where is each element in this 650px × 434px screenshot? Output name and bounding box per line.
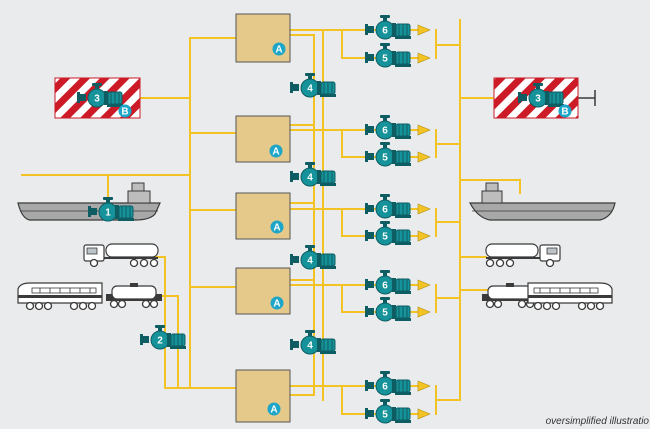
pump-label-6: 6 [382,26,388,37]
pump-label-6: 6 [382,382,388,393]
hazard-badge [558,104,572,118]
tank-label: A [273,223,280,234]
tank-4: A [235,267,291,315]
pump-label-6: 6 [382,281,388,292]
tank-badge [272,42,286,56]
ship-right-icon [468,182,616,221]
pump-label-4: 4 [307,256,313,267]
pump-label-6: 6 [382,126,388,137]
pump-label-5: 5 [382,308,388,319]
diagram-caption: oversimplified illustratio [546,416,650,427]
pump-label-5: 5 [382,410,388,421]
tank-label: A [275,45,282,56]
tank-label: A [272,147,279,158]
pump-label-5: 5 [382,54,388,65]
hazard-badge [118,104,132,118]
tank-badge [270,296,284,310]
tank-badge [270,220,284,234]
tank-1: A [235,13,291,63]
pump-label-6: 6 [382,205,388,216]
hazard-zone-right: 3 B [493,77,579,119]
tank-2: A [235,115,291,163]
tank-label: A [270,405,277,416]
tank-5: A [235,369,291,423]
hazard-label: B [121,107,128,118]
tank-badge [269,144,283,158]
pump-label-5: 5 [382,232,388,243]
pump-label-4: 4 [307,173,313,184]
pump-label-3: 3 [535,94,541,105]
pump-label-5: 5 [382,153,388,164]
hazard-label: B [561,107,568,118]
tank-3: A [235,192,291,240]
tank-badge [267,402,281,416]
pump-label-4: 4 [307,84,313,95]
pump-label-3: 3 [94,94,100,105]
pump-label-2: 2 [157,336,163,347]
hazard-zone-left: 3 B [54,77,141,119]
pump-label-4: 4 [307,341,313,352]
tank-label: A [273,299,280,310]
pump-label-1: 1 [105,208,111,219]
